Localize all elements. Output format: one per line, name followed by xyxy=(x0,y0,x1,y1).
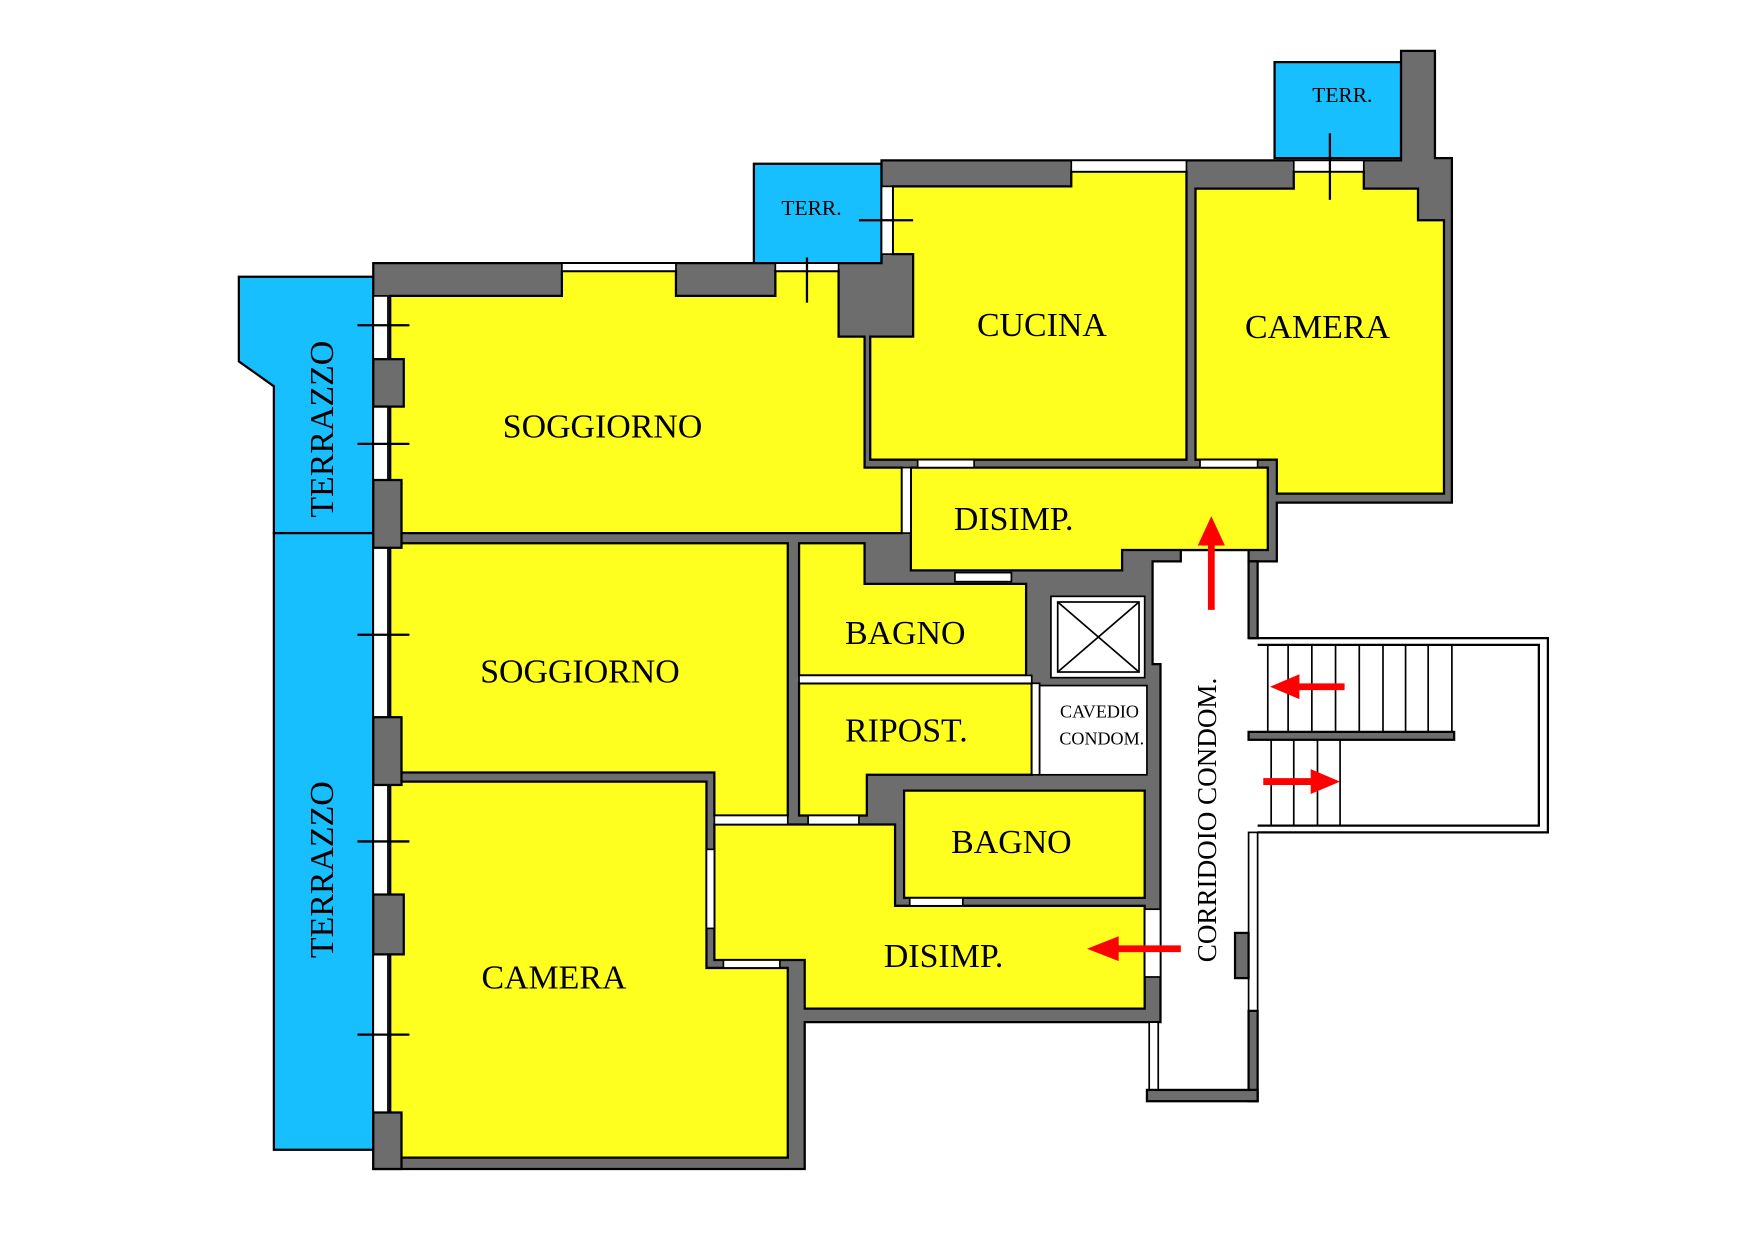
partition-ripost-cavedio xyxy=(1030,682,1041,776)
label-cucina: CUCINA xyxy=(977,307,1107,344)
red-arrow-icon xyxy=(1197,516,1225,610)
arrow-left-head xyxy=(1270,674,1300,700)
door-soggiorno-disimp xyxy=(901,466,912,534)
label-soggiorno-upper: SOGGIORNO xyxy=(503,408,703,445)
corridor-end-wall xyxy=(1145,1088,1259,1103)
room-bagno-lower xyxy=(902,789,1146,900)
arrow-left-head xyxy=(1087,936,1119,962)
door-entrance-corridor xyxy=(1143,908,1162,978)
red-arrow-icon xyxy=(1270,674,1345,700)
room-cucina xyxy=(869,170,1188,461)
door-camera-lower xyxy=(722,959,781,969)
access-arrows xyxy=(1087,516,1345,962)
corridor-pilaster xyxy=(1233,931,1250,980)
label-disimp-lower: DISIMP. xyxy=(884,938,1004,975)
label-terr-middle: TERR. xyxy=(781,196,841,220)
window-cucina-top xyxy=(1070,159,1188,173)
label-cavedio: CAVEDIO xyxy=(1060,702,1139,722)
label-terr-right: TERR. xyxy=(1312,83,1372,107)
corridor-wall xyxy=(1247,560,1259,640)
corridor-wall-thin xyxy=(1148,1021,1160,1091)
elevator-cross xyxy=(1057,601,1140,673)
label-bagno-lower: BAGNO xyxy=(951,824,1071,861)
terrazzo-lower-area xyxy=(272,531,375,1151)
label-camera-lower: CAMERA xyxy=(482,960,627,997)
label-terrazzo-lower: TERRAZZO xyxy=(304,781,341,958)
label-camera-upper: CAMERA xyxy=(1245,309,1390,346)
cavedio-box xyxy=(1038,684,1148,776)
pilaster xyxy=(372,478,403,549)
staircase-landing-wall xyxy=(1247,730,1456,741)
elevator-shaft-icon xyxy=(1050,595,1146,679)
elevator-cabin xyxy=(1056,601,1140,673)
label-corridoio-condom: CORRIDOIO CONDOM. xyxy=(1192,678,1222,963)
pilasters xyxy=(372,358,405,1171)
terraces xyxy=(237,60,1403,1151)
label-cavedio-condom: CONDOM. xyxy=(1059,729,1144,749)
label-terrazzo-upper: TERRAZZO xyxy=(304,341,341,518)
corridor-wall xyxy=(1247,1009,1259,1103)
door-camera-disimp xyxy=(1199,458,1259,469)
door-soggiorno-lower xyxy=(713,814,789,826)
opening-marks xyxy=(357,133,1332,1036)
terr-right-area xyxy=(1273,60,1403,160)
room-soggiorno-upper xyxy=(389,269,903,535)
rooms xyxy=(389,170,1446,1159)
room-disimp-upper xyxy=(909,466,1269,572)
red-arrow-icon xyxy=(1087,936,1181,962)
labels: TERRAZZO TERRAZZO TERR. TERR. SOGGIORNO … xyxy=(304,83,1391,997)
common-areas xyxy=(1038,560,1550,1103)
arrow-right-head xyxy=(1310,769,1341,794)
label-soggiorno-lower: SOGGIORNO xyxy=(480,654,680,691)
door-camera-side xyxy=(705,848,716,930)
staircase-icon xyxy=(1247,637,1550,834)
label-bagno-upper: BAGNO xyxy=(845,615,965,652)
label-disimp-upper: DISIMP. xyxy=(954,501,1074,538)
door-bagno-upper xyxy=(954,571,1013,583)
red-arrow-icon xyxy=(1263,769,1341,794)
pilaster xyxy=(372,893,405,956)
door-ripost xyxy=(807,814,860,826)
pilaster xyxy=(372,716,403,787)
pilaster xyxy=(372,1111,403,1171)
pilaster xyxy=(372,358,405,408)
door-bagno-lower xyxy=(908,897,964,907)
arrow-up-head xyxy=(1197,516,1225,546)
staircase-enclosure xyxy=(1248,637,1550,834)
label-ripost: RIPOST. xyxy=(845,712,968,749)
door-cucina-disimp xyxy=(916,458,975,469)
window-soggiorno-top xyxy=(561,262,677,272)
partition-bagno-ripost xyxy=(798,674,1033,685)
corridor-wall-thin xyxy=(1247,831,1259,1012)
